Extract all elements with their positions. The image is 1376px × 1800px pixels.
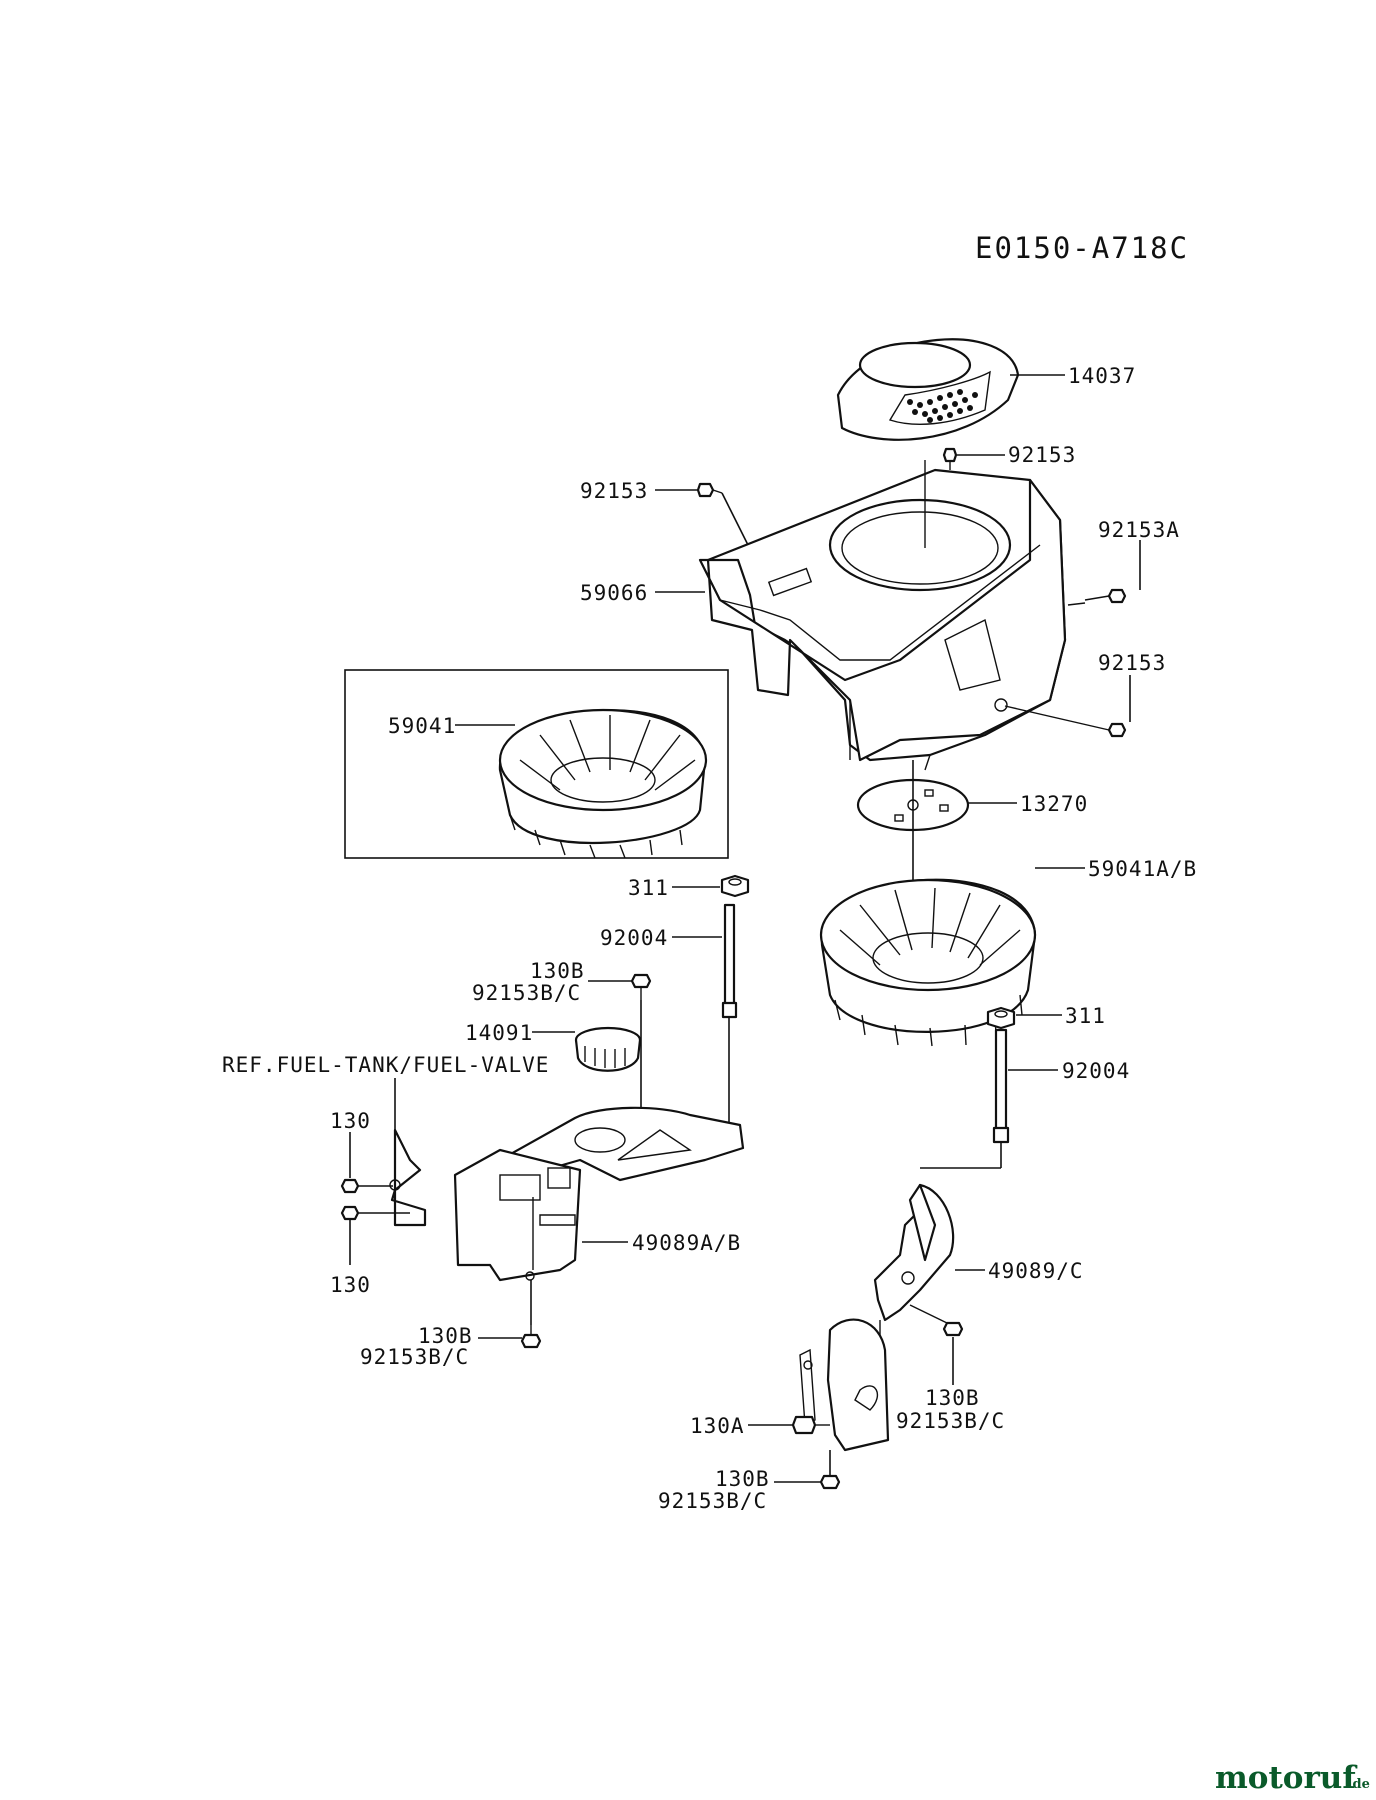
stud-icon xyxy=(992,1028,1010,1144)
cooling-cover-screen xyxy=(836,338,1020,441)
cooling-fan xyxy=(819,878,1037,1047)
label-130-upper: 130 xyxy=(330,1109,371,1133)
label-14037: 14037 xyxy=(1068,364,1136,388)
bolt-icon xyxy=(1004,705,1127,738)
bolt-icon xyxy=(819,1474,841,1490)
bolt-icon xyxy=(909,1304,964,1337)
label-130B-bottom: 130B xyxy=(715,1467,770,1491)
label-130B-right: 130B xyxy=(925,1386,980,1410)
bolt-icon xyxy=(340,1178,393,1194)
brand-tld: .de xyxy=(1348,1777,1370,1792)
label-59041AB: 59041A/B xyxy=(1088,857,1197,881)
bolt-icon xyxy=(696,482,723,498)
label-14091: 14091 xyxy=(465,1021,533,1045)
label-49089AB: 49089A/B xyxy=(632,1231,741,1255)
label-92004-right: 92004 xyxy=(1062,1059,1130,1083)
stud-icon xyxy=(721,903,738,1019)
fan-housing xyxy=(698,460,1067,771)
label-92153-top: 92153 xyxy=(1008,443,1076,467)
alt-cooling-fan xyxy=(498,708,708,859)
bolt-icon xyxy=(520,1325,542,1349)
label-92004-left: 92004 xyxy=(600,926,668,950)
label-49089C: 49089/C xyxy=(988,1259,1084,1283)
bolt-icon xyxy=(942,447,958,470)
label-13270: 13270 xyxy=(1020,792,1088,816)
label-311-left: 311 xyxy=(628,876,669,900)
label-92153BC-top: 92153B/C xyxy=(472,981,581,1005)
brand-name: motoruf xyxy=(1215,1760,1357,1796)
label-92153-right: 92153 xyxy=(1098,651,1166,675)
label-311-right: 311 xyxy=(1065,1004,1106,1028)
bolt-icon xyxy=(1084,588,1127,604)
nut-icon xyxy=(720,874,750,898)
grommet-ring xyxy=(574,1026,642,1072)
brand-logo: motoruf .de xyxy=(1215,1760,1370,1796)
label-92153BC-bottom: 92153B/C xyxy=(658,1489,767,1513)
label-130-lower: 130 xyxy=(330,1273,371,1297)
label-92153A: 92153A xyxy=(1098,518,1180,542)
label-130A: 130A xyxy=(690,1414,745,1438)
bolt-icon xyxy=(340,1205,410,1221)
bolt-icon xyxy=(791,1415,830,1435)
label-92153BC-right: 92153B/C xyxy=(896,1409,1005,1433)
label-59066: 59066 xyxy=(580,581,648,605)
bolt-icon xyxy=(630,973,652,1000)
ref-fuel-tank-valve: REF.FUEL-TANK/FUEL-VALVE xyxy=(222,1053,549,1077)
label-130B-bottom-left: 130B xyxy=(418,1324,473,1348)
nut-icon xyxy=(986,1006,1016,1030)
alt-fan-inset-box xyxy=(344,669,729,859)
label-130B-top: 130B xyxy=(530,959,585,983)
diagram-code: E0150-A718C xyxy=(975,231,1189,265)
lower-shroud-right xyxy=(799,1183,955,1452)
label-92153-left: 92153 xyxy=(580,479,648,503)
lower-shroud-left xyxy=(389,1106,745,1282)
label-59041: 59041 xyxy=(388,714,456,738)
label-92153BC-bottom-left: 92153B/C xyxy=(360,1345,469,1369)
